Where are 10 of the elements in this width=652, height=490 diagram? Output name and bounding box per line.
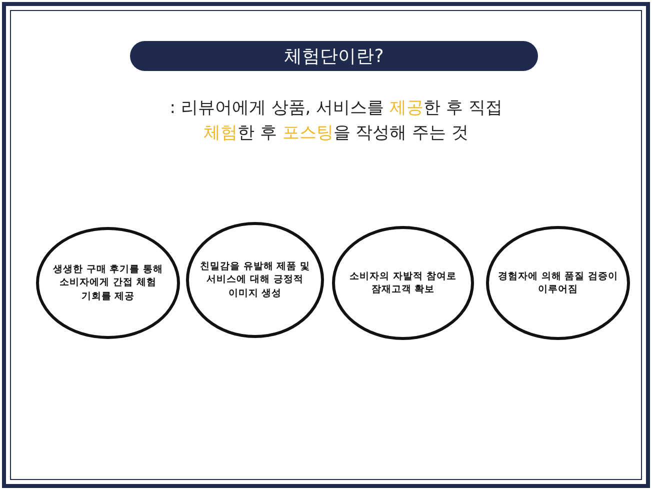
- benefit-text: 경험자에 의해 품질 검증이 이루어짐: [498, 270, 618, 296]
- benefit-circle: [186, 222, 324, 338]
- benefit-text: 친밀감을 유발해 제품 및 서비스에 대해 긍정적 이미지 생성: [199, 260, 311, 300]
- benefit-text: 생생한 구매 후기를 통해 소비자에게 간접 체험 기회를 제공: [52, 263, 164, 303]
- benefit-circle: [36, 227, 180, 339]
- benefit-circle: [486, 226, 630, 340]
- benefit-circle: [332, 226, 474, 340]
- benefit-text: 소비자의 자발적 참여로 잠재고객 확보: [348, 270, 458, 296]
- title-banner: 체험단이란?: [130, 41, 538, 71]
- definition-text: : 리뷰어에게 상품, 서비스를 제공한 후 직접 체험한 후 포스팅을 작성해 주는 것: [168, 97, 504, 145]
